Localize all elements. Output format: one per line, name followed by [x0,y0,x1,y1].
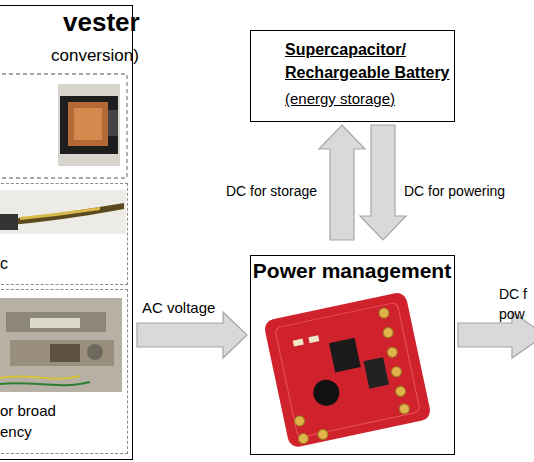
node-subtitle: (energy storage) [285,89,445,109]
dashed-frame [0,74,127,178]
edge-label: AC voltage [142,299,215,316]
node-heading: Power management [251,258,453,284]
node-heading: Supercapacitor/ Rechargeable Battery [285,38,457,84]
node-heading: or broad ency [0,400,70,442]
block-arrow [360,125,406,240]
storage-box: Supercapacitor/ Rechargeable Battery (ene… [250,30,455,122]
node-heading: vester [63,7,143,37]
circuit-board-photo [263,291,432,448]
harvester-photo [58,84,120,166]
mechanism-photo [0,298,122,392]
block-arrow [319,125,365,240]
node-heading: c [0,254,40,274]
edge-label: DC for powering [404,183,505,199]
node-subtitle: conversion) [51,45,141,67]
edge-label: DC for storage [226,183,317,199]
block-arrow [137,312,247,358]
cut-off-label: DC f pow [499,284,533,324]
piezo-beam-photo [0,190,126,234]
